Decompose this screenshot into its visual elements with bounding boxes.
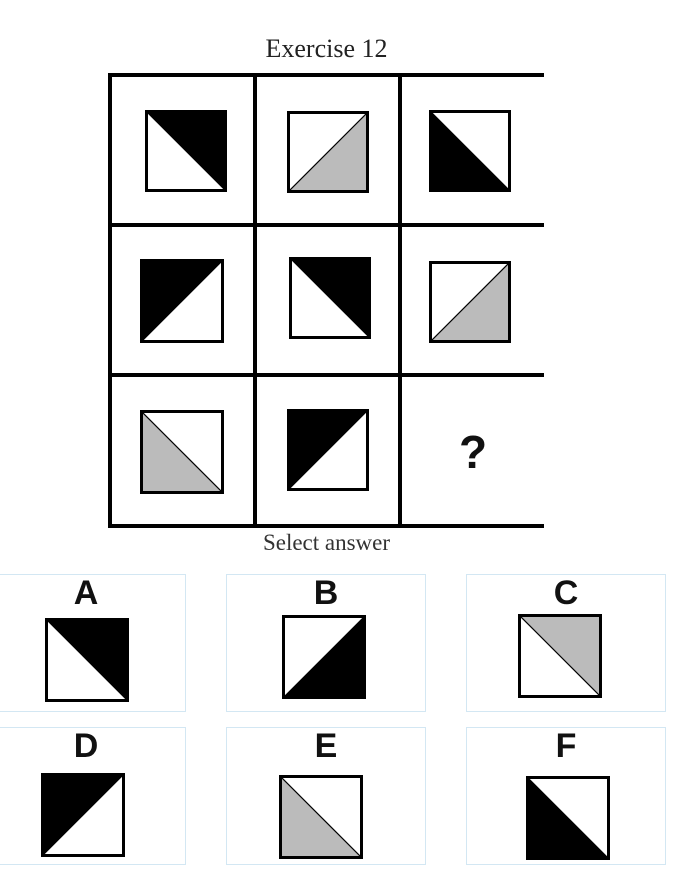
grid-cell-r3-c2 <box>257 377 398 524</box>
grid-cell-r1-c2 <box>257 77 398 223</box>
grid-cell-r1-c1 <box>112 77 253 223</box>
figure-diagonal <box>526 776 610 860</box>
figure-diagonal <box>45 618 129 702</box>
option-letter-c: C <box>553 574 579 612</box>
figure-diagonal <box>282 615 366 699</box>
figure-diagonal <box>287 409 369 491</box>
option-figure-e <box>279 775 363 859</box>
figure-diagonal <box>140 259 224 343</box>
figure-diagonal <box>429 110 511 192</box>
figure-diagonal <box>289 257 371 339</box>
option-figure-b <box>282 615 366 699</box>
option-letter-b: B <box>313 574 339 612</box>
grid-cell-r3-c1 <box>112 377 253 524</box>
question-mark: ? <box>458 426 488 478</box>
figure-diagonal <box>145 110 227 192</box>
option-figure-f <box>526 776 610 860</box>
answer-option-b[interactable]: B <box>226 574 426 712</box>
grid-cell-r2-c3 <box>402 227 544 373</box>
answer-option-d[interactable]: D <box>0 727 186 865</box>
option-figure-a <box>45 618 129 702</box>
option-letter-d: D <box>73 727 99 765</box>
puzzle-figure-r2-c3 <box>429 261 511 343</box>
answer-option-e[interactable]: E <box>226 727 426 865</box>
option-letter-a: A <box>73 574 99 612</box>
figure-diagonal <box>140 410 224 494</box>
option-figure-c <box>518 614 602 698</box>
answer-option-f[interactable]: F <box>466 727 666 865</box>
puzzle-figure-r1-c1 <box>145 110 227 192</box>
exercise-title: Exercise 12 <box>265 34 388 63</box>
puzzle-figure-r3-c1 <box>140 410 224 494</box>
puzzle-figure-r2-c2 <box>289 257 371 339</box>
option-letter-f: F <box>555 727 577 765</box>
puzzle-grid: ? <box>108 73 544 528</box>
puzzle-figure-r2-c1 <box>140 259 224 343</box>
figure-diagonal <box>429 261 511 343</box>
figure-diagonal <box>279 775 363 859</box>
figure-diagonal <box>518 614 602 698</box>
puzzle-figure-r3-c2 <box>287 409 369 491</box>
grid-cell-r3-c3-missing: ? <box>402 377 544 524</box>
option-letter-e: E <box>314 727 338 765</box>
grid-cell-r2-c2 <box>257 227 398 373</box>
select-answer-label: Select answer <box>262 530 391 555</box>
puzzle-figure-r1-c2 <box>287 111 369 193</box>
grid-cell-r2-c1 <box>112 227 253 373</box>
figure-diagonal <box>287 111 369 193</box>
puzzle-figure-r1-c3 <box>429 110 511 192</box>
answer-option-a[interactable]: A <box>0 574 186 712</box>
grid-cell-r1-c3 <box>402 77 544 223</box>
answer-option-c[interactable]: C <box>466 574 666 712</box>
figure-diagonal <box>41 773 125 857</box>
option-figure-d <box>41 773 125 857</box>
